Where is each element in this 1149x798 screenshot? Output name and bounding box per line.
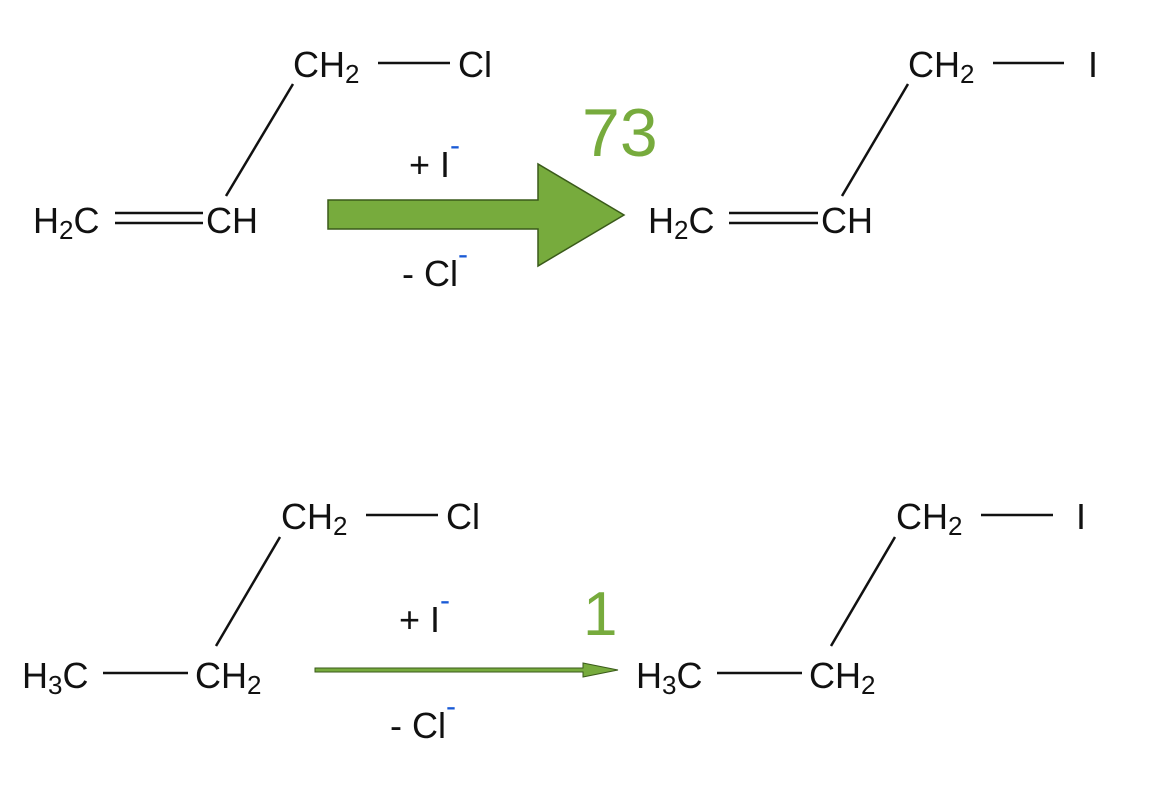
fast-reaction-arrow — [327, 162, 626, 268]
chlorine-atom: Cl — [446, 496, 480, 537]
iodine-atom: I — [1088, 44, 1098, 85]
propyl-chloride-reactant: CH2 Cl H3C CH2 — [22, 496, 480, 700]
chloride-leaving: - Cl- — [390, 690, 456, 746]
reaction-propyl: CH2 Cl H3C CH2 + I- - Cl- 1 CH2 I H3C CH… — [22, 496, 1086, 746]
chloride-charge: - — [446, 690, 456, 723]
h2c-group: H2C — [648, 200, 714, 245]
ch-group: CH — [821, 200, 873, 241]
propyl-iodide-product: CH2 I H3C CH2 — [636, 496, 1086, 700]
bond-ch2-ch — [840, 83, 910, 197]
ch2b-group: CH2 — [809, 655, 875, 700]
h3c-group: H3C — [22, 655, 88, 700]
h3c-group: H3C — [636, 655, 702, 700]
allyl-chloride-reactant: CH2 Cl H2C CH — [33, 44, 492, 245]
ch2-group: CH2 — [293, 44, 359, 89]
ch2-group: CH2 — [281, 496, 347, 541]
bond-ch2-ch — [224, 83, 295, 197]
relative-rate-propyl: 1 — [583, 580, 617, 649]
chloride-leaving: - Cl- — [402, 238, 468, 294]
slow-reaction-arrow — [314, 662, 619, 678]
h2c-group: H2C — [33, 200, 99, 245]
ch2b-group: CH2 — [195, 655, 261, 700]
chlorine-atom: Cl — [458, 44, 492, 85]
iodide-reagent: + I- — [409, 129, 460, 185]
reaction-allyl: CH2 Cl H2C CH + I- - Cl- 73 CH2 I H2C CH — [33, 44, 1098, 294]
bond-ch2-ch2 — [214, 536, 282, 647]
ch2-group: CH2 — [896, 496, 962, 541]
bond-ch2-ch2 — [829, 536, 897, 647]
iodide-charge: - — [450, 129, 460, 162]
iodide-reagent: + I- — [399, 584, 450, 640]
ch-group: CH — [206, 200, 258, 241]
relative-rate-allyl: 73 — [582, 95, 658, 171]
chloride-charge: - — [458, 238, 468, 271]
iodide-charge: - — [440, 584, 450, 617]
allyl-iodide-product: CH2 I H2C CH — [648, 44, 1098, 245]
ch2-group: CH2 — [908, 44, 974, 89]
iodine-atom: I — [1076, 496, 1086, 537]
